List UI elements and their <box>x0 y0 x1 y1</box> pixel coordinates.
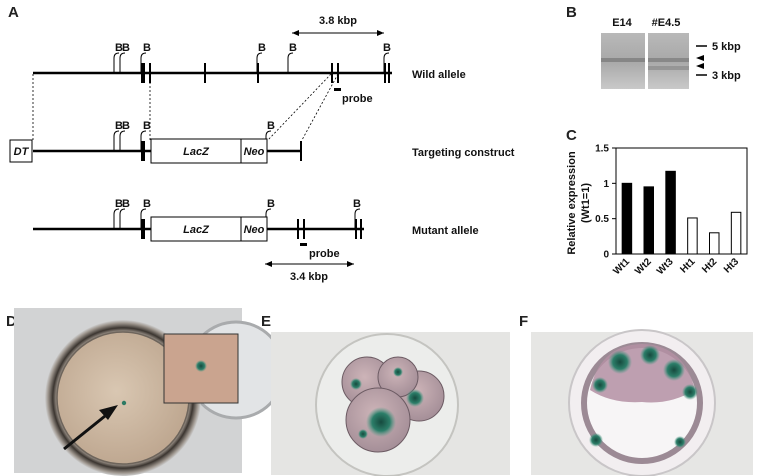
southern-blot <box>601 33 707 89</box>
site-b-2a: B <box>115 120 123 132</box>
bar-wt3 <box>665 170 676 255</box>
panel-label-d: D <box>6 313 17 330</box>
bar-wt2 <box>643 186 654 255</box>
row-label-wild: Wild allele <box>412 69 466 81</box>
site-b-2b: B <box>122 120 130 132</box>
x-tick-label-ht3: Ht3 <box>722 256 741 275</box>
x-tick-label-ht2: Ht2 <box>700 256 719 275</box>
wild-allele-map <box>33 52 392 91</box>
bar-ht2 <box>709 232 720 255</box>
y-tick-label: 1.5 <box>595 144 609 155</box>
neo-cassette-1 <box>240 138 268 164</box>
site-b-2d: B <box>267 120 275 132</box>
inset-magnified <box>163 333 239 404</box>
micrograph-e-embryo <box>271 332 510 476</box>
row-label-mutant: Mutant allele <box>412 225 479 237</box>
homology-lines <box>32 73 339 141</box>
site-b-1a: B <box>115 42 123 54</box>
site-b-2c: B <box>143 120 151 132</box>
lacz-label-2: LacZ <box>183 224 210 236</box>
site-b-1e: B <box>289 42 297 54</box>
site-b-3e: B <box>353 198 361 210</box>
site-b-1c: B <box>143 42 151 54</box>
site-b-1d: B <box>258 42 266 54</box>
panel-label-b: B <box>566 4 577 21</box>
dt-cassette <box>9 139 33 163</box>
neo-cassette-2 <box>240 216 268 242</box>
probe-label-wild: probe <box>342 93 373 105</box>
lacz-label-1: LacZ <box>183 146 210 158</box>
x-tick-label-wt1: Wt1 <box>611 256 632 277</box>
size-label-wild: 3.8 kbp <box>319 15 357 27</box>
y-tick-label: 0 <box>603 250 609 261</box>
lane-label-e45: #E4.5 <box>652 17 681 29</box>
panel-label-e: E <box>261 313 271 330</box>
size-label-mutant: 3.4 kbp <box>290 271 328 283</box>
micrograph-d-oocyte <box>14 308 286 476</box>
site-b-3a: B <box>115 198 123 210</box>
x-tick-label-wt3: Wt3 <box>655 256 676 277</box>
plot-frame <box>615 147 748 255</box>
site-b-3b: B <box>122 198 130 210</box>
arrow-to-spot <box>63 405 118 451</box>
size-arrow-wild <box>292 30 384 36</box>
probe-label-mutant: probe <box>309 248 340 260</box>
lacz-cassette-1 <box>150 138 242 164</box>
y-tick-label: 1 <box>603 179 609 190</box>
y-tick-label: 0.5 <box>595 214 609 225</box>
panel-label-c: C <box>566 127 577 144</box>
site-b-3d: B <box>267 198 275 210</box>
x-tick-label-wt2: Wt2 <box>633 256 654 277</box>
marker-3kbp: 3 kbp <box>712 70 741 82</box>
x-tick-label-ht1: Ht1 <box>678 256 697 275</box>
lane-label-e14: E14 <box>612 17 632 29</box>
y-axis-label-line-2: (Wt1=1) <box>580 183 592 223</box>
site-b-1b: B <box>122 42 130 54</box>
dt-label: DT <box>14 146 30 158</box>
row-label-construct: Targeting construct <box>412 147 515 159</box>
neo-label-1: Neo <box>244 146 265 158</box>
mutant-allele-map <box>33 208 364 246</box>
marker-5kbp: 5 kbp <box>712 41 741 53</box>
micrograph-f-blastocyst <box>531 329 753 476</box>
bar-wt1 <box>621 182 633 255</box>
lacz-cassette-2 <box>150 216 242 242</box>
y-axis-label: Relative expression (Wt1=1) <box>566 151 592 255</box>
bar-ht1 <box>687 217 698 255</box>
y-axis-label-line-1: Relative expression <box>566 151 578 255</box>
neo-label-2: Neo <box>244 224 265 236</box>
size-arrow-mutant <box>265 261 354 267</box>
panel-label-f: F <box>519 313 528 330</box>
bar-ht3 <box>730 211 742 255</box>
panel-label-a: A <box>8 4 19 21</box>
site-b-3c: B <box>143 198 151 210</box>
site-b-1f: B <box>383 42 391 54</box>
